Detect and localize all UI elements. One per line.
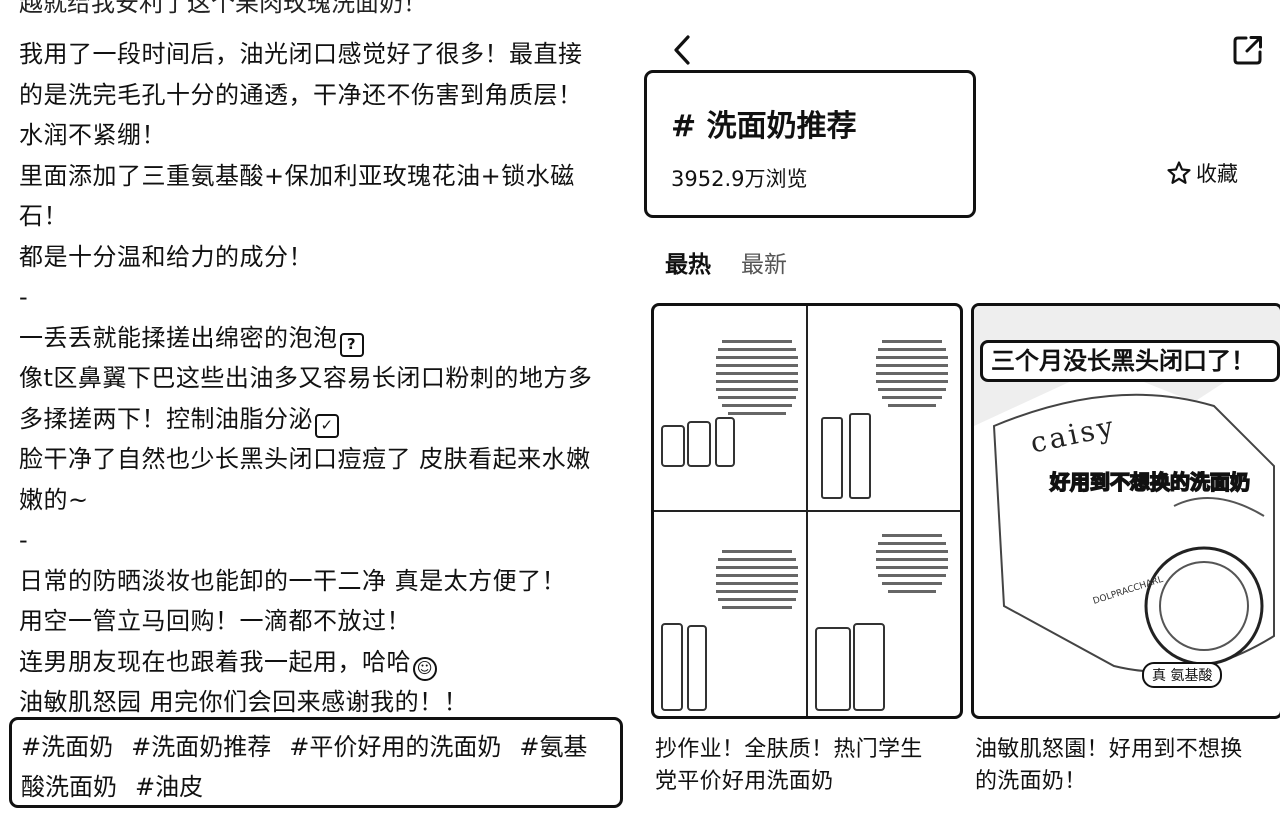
post-panel: 越就给我安利了这个果肉玫瑰洗面奶！ 我用了一段时间后，油光闭口感觉好了很多！最直… bbox=[0, 0, 635, 819]
post-line: 里面添加了三重氨基酸+保加利亚玫瑰花油+锁水磁 bbox=[19, 161, 575, 190]
svg-text:DOLPRACCHARL: DOLPRACCHARL bbox=[1092, 575, 1165, 607]
note-card-title: 抄作业！全肤质！热门学生 党平价好用洗面奶 bbox=[651, 734, 963, 798]
post-line-text: 多揉搓两下！控制油脂分泌 bbox=[19, 404, 313, 433]
topic-header-box: # 洗面奶推荐 3952.9万浏览 bbox=[644, 70, 976, 218]
hashtag-link[interactable]: 酸洗面奶 bbox=[21, 773, 117, 801]
post-line: 我用了一段时间后，油光闭口感觉好了很多！最直接 bbox=[19, 40, 583, 68]
post-line: 石！ bbox=[19, 202, 68, 230]
hashtag-box: #洗面奶 #洗面奶推荐 #平价好用的洗面奶 #氨基 酸洗面奶 #油皮 bbox=[9, 717, 623, 808]
hashtag-link[interactable]: #洗面奶推荐 bbox=[131, 733, 272, 761]
question-emoji-icon: ? bbox=[339, 332, 364, 357]
post-line: 像t区鼻翼下巴这些出油多又容易长闭口粉刺的地方多 bbox=[19, 364, 593, 392]
note-card-title-line: 党平价好用洗面奶 bbox=[655, 769, 834, 794]
topic-title: # 洗面奶推荐 bbox=[671, 109, 857, 144]
note-card-title-line: 抄作业！全肤质！热门学生 bbox=[655, 737, 923, 762]
product-collage-image bbox=[654, 306, 960, 716]
cover-banner-text: 三个月没长黑头闭口了！ bbox=[980, 340, 1280, 382]
topic-panel: # 洗面奶推荐 3952.9万浏览 收藏 最热 最新 bbox=[640, 0, 1280, 819]
post-line: 水润不紧绷！ bbox=[19, 121, 166, 149]
laugh-emoji-icon: ☺ bbox=[413, 656, 437, 681]
note-card-title-line: 油敏肌怒園！好用到不想换 bbox=[975, 737, 1243, 762]
post-line: 连男朋友现在也跟着我一起用，哈哈☺ bbox=[19, 642, 629, 683]
share-button[interactable] bbox=[1232, 34, 1264, 66]
post-line: - bbox=[19, 526, 29, 554]
sort-tabs: 最热 最新 bbox=[665, 245, 787, 279]
hashtag-link[interactable]: #油皮 bbox=[135, 773, 204, 801]
post-line: 用空一管立马回购！一滴都不放过！ bbox=[19, 607, 411, 635]
ingredient-badge: 真 氨基酸 bbox=[1142, 662, 1223, 688]
back-arrow-icon bbox=[674, 35, 690, 65]
note-card[interactable]: 抄作业！全肤质！热门学生 党平价好用洗面奶 bbox=[651, 303, 963, 798]
favorite-button[interactable]: 收藏 bbox=[1166, 158, 1238, 188]
post-line: 都是十分温和给力的成分！ bbox=[19, 242, 313, 271]
hashtag-link[interactable]: #氨基 bbox=[519, 733, 588, 761]
post-line: 日常的防晒淡妆也能卸的一干二净 真是太方便了！ bbox=[19, 566, 567, 595]
post-line: 一丢丢就能揉搓出绵密的泡泡? bbox=[19, 318, 629, 359]
tab-latest[interactable]: 最新 bbox=[741, 252, 787, 278]
post-line: 油敏肌怒园 用完你们会回来感谢我的！！ bbox=[19, 688, 469, 716]
post-line: 多揉搓两下！控制油脂分泌✓ bbox=[19, 399, 629, 440]
post-line-text: 连男朋友现在也跟着我一起用，哈哈 bbox=[19, 647, 411, 676]
note-cover-image bbox=[651, 303, 963, 719]
post-line: 脸干净了自然也少长黑头闭口痘痘了 皮肤看起来水嫩 bbox=[19, 445, 591, 473]
note-card-title-line: 的洗面奶！ bbox=[975, 769, 1087, 794]
post-body: 我用了一段时间后，油光闭口感觉好了很多！最直接 的是洗完毛孔十分的通透，干净还不… bbox=[19, 34, 629, 723]
note-card[interactable]: DOLPRACCHARL 三个月没长黑头闭口了！ caisy 好用到不想换的洗面… bbox=[971, 303, 1280, 798]
post-cut-line: 越就给我安利了这个果肉玫瑰洗面奶！ bbox=[19, 0, 427, 17]
note-cover-image: DOLPRACCHARL 三个月没长黑头闭口了！ caisy 好用到不想换的洗面… bbox=[971, 303, 1280, 719]
hashtag-link[interactable]: #平价好用的洗面奶 bbox=[289, 733, 502, 761]
star-icon bbox=[1167, 161, 1191, 184]
hashtag-link[interactable]: #洗面奶 bbox=[21, 733, 114, 761]
favorite-label: 收藏 bbox=[1196, 162, 1238, 186]
cover-caption-text: 好用到不想换的洗面奶 bbox=[1049, 469, 1251, 495]
post-line: - bbox=[19, 283, 29, 311]
topic-view-count: 3952.9万浏览 bbox=[671, 167, 808, 191]
back-button[interactable] bbox=[668, 34, 698, 66]
post-line: 的是洗完毛孔十分的通透，干净还不伤害到角质层！ bbox=[19, 80, 583, 109]
tab-hot[interactable]: 最热 bbox=[665, 252, 711, 278]
share-icon bbox=[1233, 36, 1262, 65]
post-line-text: 一丢丢就能揉搓出绵密的泡泡 bbox=[19, 323, 338, 352]
note-card-title: 油敏肌怒園！好用到不想换 的洗面奶！ bbox=[971, 734, 1280, 798]
post-line: 嫩的~ bbox=[19, 485, 89, 514]
check-emoji-icon: ✓ bbox=[315, 413, 339, 438]
